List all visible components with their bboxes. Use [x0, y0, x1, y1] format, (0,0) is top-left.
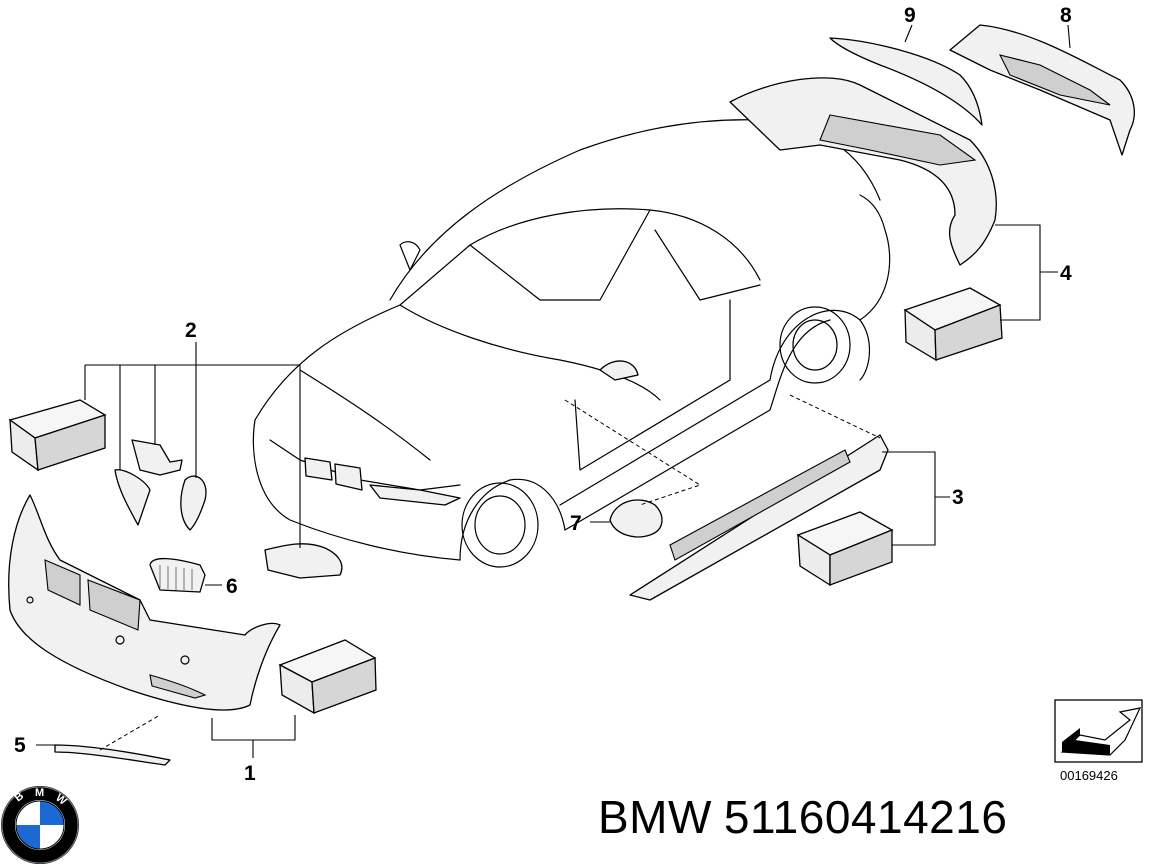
part-9-rear-spoiler [829, 37, 983, 126]
callout-7: 7 [570, 512, 582, 535]
part-6-kidney-grille [149, 557, 206, 593]
callout-6: 6 [226, 575, 238, 598]
part-2-bracket [131, 439, 183, 476]
brand-name: BMW [598, 791, 712, 843]
callout-1: 1 [244, 762, 256, 785]
callout-3: 3 [952, 486, 964, 509]
part-7-mirror-cap [609, 499, 663, 538]
part-2-trim [180, 475, 207, 531]
callout-5: 5 [14, 734, 26, 757]
part-5-splitter [54, 744, 171, 766]
svg-text:M: M [35, 787, 44, 799]
box-part-1 [278, 639, 377, 715]
diagram-reference-badge: 00169426 [1054, 699, 1143, 783]
box-part-3 [796, 511, 894, 587]
bmw-logo: B M W [1, 786, 79, 864]
callout-8: 8 [1060, 4, 1072, 27]
part-number: 51160414216 [723, 791, 1008, 843]
part-4-rear-bumper [729, 77, 997, 266]
part-1-front-bumper [8, 494, 281, 711]
callout-2: 2 [185, 319, 197, 342]
part-2-vent-left [114, 469, 151, 526]
part-2-air-duct [264, 543, 343, 579]
callout-4: 4 [1060, 262, 1072, 285]
box-part-4 [903, 287, 1003, 362]
box-part-2 [8, 399, 107, 472]
part-8-rear-diffuser [949, 24, 1135, 156]
car-body-outline [252, 119, 891, 568]
callout-9: 9 [904, 4, 916, 27]
leader-lines [36, 24, 1071, 758]
diagram-code: 00169426 [1060, 768, 1118, 783]
